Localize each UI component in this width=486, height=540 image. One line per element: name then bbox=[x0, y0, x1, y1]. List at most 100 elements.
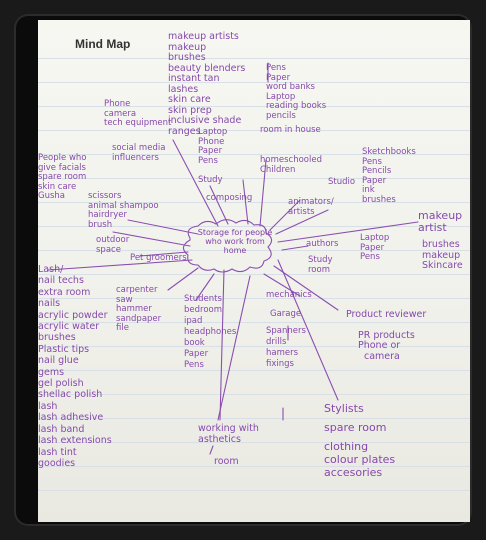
central-topic-line: who work from bbox=[205, 237, 265, 246]
node-item: Study bbox=[308, 255, 333, 265]
node-sketchbooks: Sketchbooks Pens Pencils Paper ink brush… bbox=[362, 147, 416, 205]
node-item: gems bbox=[38, 366, 65, 378]
node-heading: animators/ bbox=[288, 197, 334, 207]
node-item: spare room bbox=[324, 421, 387, 434]
node-heading: makeup artists bbox=[168, 31, 239, 42]
node-item: instant tan bbox=[168, 73, 220, 84]
node-study: Study bbox=[198, 175, 223, 186]
node-item: hammer bbox=[116, 304, 152, 314]
node-item: camera bbox=[364, 350, 400, 362]
connector-line bbox=[281, 245, 309, 251]
node-item: Pencils bbox=[362, 166, 392, 176]
ruled-line bbox=[38, 250, 470, 251]
node-heading: People who bbox=[38, 153, 87, 163]
node-heading: Pet groomers bbox=[130, 253, 187, 263]
node-item: drills bbox=[266, 337, 287, 347]
node-item: ipad bbox=[184, 316, 203, 326]
node-item: Study bbox=[198, 175, 223, 185]
node-item: makeup bbox=[168, 41, 207, 53]
node-heading: artist bbox=[418, 221, 447, 234]
node-item: skin care bbox=[38, 181, 77, 192]
node-item: Paper bbox=[360, 242, 385, 253]
node-item: animal shampoo bbox=[88, 200, 159, 211]
node-aesthetics: working with asthetics room bbox=[198, 423, 259, 468]
node-makeup-artist-right: makeup artist bbox=[418, 210, 462, 234]
node-room-in-house: room in house bbox=[260, 125, 321, 136]
ruled-line bbox=[38, 466, 470, 467]
node-item: bedroom bbox=[184, 305, 223, 315]
node-item: pencils bbox=[266, 110, 296, 121]
node-item: lashes bbox=[168, 83, 199, 95]
node-heading: Stylists bbox=[324, 402, 364, 415]
node-item: brushes bbox=[362, 194, 396, 205]
node-item: Spanners bbox=[266, 326, 306, 336]
node-mechanics: mechanics Garage Spanners drills hamers … bbox=[266, 290, 312, 370]
node-item: PR products bbox=[358, 329, 415, 341]
node-item: space bbox=[96, 244, 121, 255]
node-item: Skincare bbox=[422, 260, 463, 271]
connector-line bbox=[209, 185, 229, 225]
ruled-line bbox=[38, 394, 470, 395]
node-makeup-brushes: brushes makeup Skincare bbox=[422, 239, 463, 272]
connector-line bbox=[172, 139, 219, 227]
node-item: artists bbox=[288, 206, 315, 217]
connector-line bbox=[277, 221, 419, 243]
page-title: Mind Map bbox=[75, 37, 131, 51]
node-item: acrylic water bbox=[38, 321, 100, 333]
node-item: Pens bbox=[198, 155, 218, 166]
node-product-reviewer: Product reviewer PR products Phone or ca… bbox=[346, 309, 426, 362]
node-item: Studio bbox=[328, 177, 356, 187]
connector-line bbox=[277, 259, 339, 401]
node-students: Students bedroom ipad headphones book Pa… bbox=[184, 294, 236, 371]
ruled-line bbox=[38, 106, 470, 107]
ruled-line bbox=[38, 58, 470, 59]
node-writers-supplies: Pens Paper word banks Laptop reading boo… bbox=[266, 63, 326, 121]
node-heading: social media bbox=[112, 143, 166, 153]
node-item: lash band bbox=[38, 423, 85, 435]
node-item: gel polish bbox=[38, 378, 84, 390]
mind-map-connectors bbox=[47, 62, 419, 455]
node-item: shellac polish bbox=[38, 389, 103, 401]
node-heading: working with bbox=[198, 423, 259, 434]
node-item: ink bbox=[362, 185, 375, 195]
notebook-page: Mind Map Storage for people who work fro… bbox=[38, 20, 470, 522]
node-heading: Students bbox=[184, 294, 222, 304]
node-item: brushes bbox=[38, 332, 76, 344]
ruled-line bbox=[38, 226, 470, 227]
node-pet-supplies: scissors animal shampoo hairdryer brush bbox=[88, 191, 159, 230]
node-item: ranges bbox=[168, 125, 201, 137]
node-item: colour plates bbox=[324, 453, 396, 466]
node-stylists: Stylists spare room clothing colour plat… bbox=[324, 402, 395, 479]
node-item: brush bbox=[88, 219, 113, 230]
node-item: tech equipment bbox=[104, 118, 172, 128]
node-item: spare room bbox=[38, 172, 87, 182]
node-item: lash extensions bbox=[38, 435, 112, 447]
node-item: Phone or bbox=[358, 340, 401, 351]
node-phone-camera: Phone camera tech equipment bbox=[104, 99, 172, 129]
node-item: word banks bbox=[266, 82, 315, 92]
node-item: Laptop bbox=[198, 127, 228, 137]
node-item: sandpaper bbox=[116, 313, 162, 324]
node-item: influencers bbox=[112, 152, 159, 163]
ruled-line bbox=[38, 178, 470, 179]
node-item: saw bbox=[116, 294, 133, 305]
connector-line bbox=[209, 445, 214, 455]
node-item: Sketchbooks bbox=[362, 147, 416, 157]
node-outdoor-space: outdoor space bbox=[96, 235, 129, 255]
node-item: file bbox=[116, 323, 129, 333]
node-item: Paper bbox=[198, 146, 223, 156]
node-item: fixings bbox=[266, 359, 294, 369]
node-item: accesories bbox=[324, 466, 383, 479]
node-item: Pens bbox=[362, 156, 382, 167]
node-item: room in house bbox=[260, 125, 321, 135]
node-laptop-paper: Laptop Paper Pens bbox=[360, 233, 389, 263]
connector-line bbox=[273, 265, 339, 311]
node-item: composing bbox=[206, 193, 253, 203]
node-item: room bbox=[308, 264, 330, 275]
ruled-line bbox=[38, 322, 470, 323]
node-facials: People who give facials spare room skin … bbox=[38, 153, 87, 202]
node-authors: authors bbox=[306, 239, 338, 250]
node-laptop-phone: Laptop Phone Paper Pens bbox=[198, 127, 228, 166]
node-item: skin prep bbox=[168, 104, 212, 116]
connector-line bbox=[139, 251, 189, 257]
